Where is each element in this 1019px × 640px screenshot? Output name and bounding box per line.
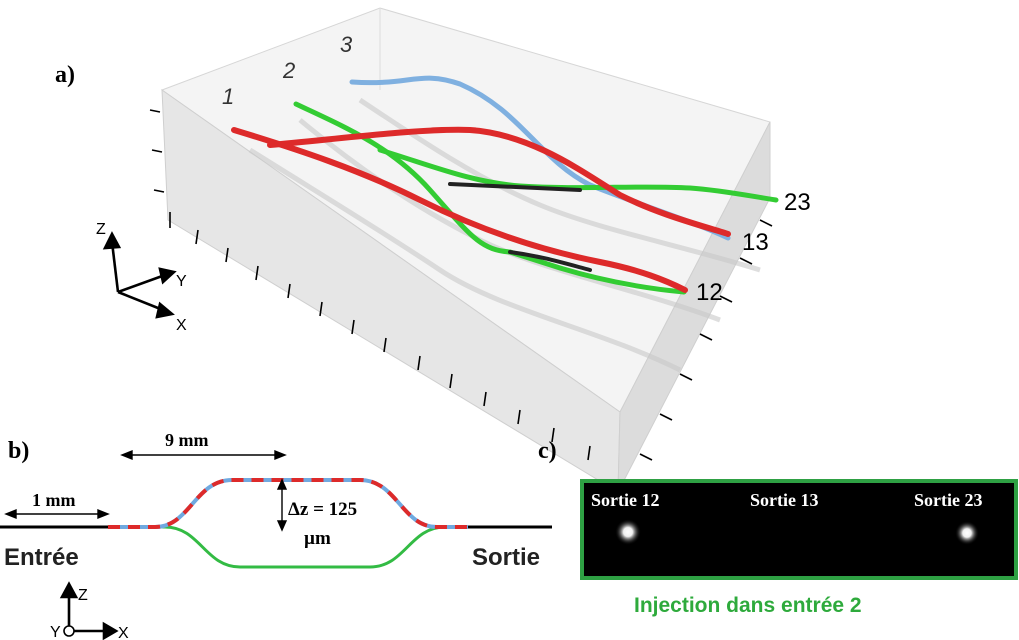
dim-1mm-label: 1 mm (32, 490, 76, 510)
dz-arrow (278, 480, 286, 530)
glass-block (162, 8, 770, 492)
dz-label: Δz = 125 (288, 499, 357, 520)
dz-unit: µm (304, 528, 331, 549)
output-label-12: 12 (696, 279, 723, 306)
output-spot-label-13: Sortie 13 (750, 490, 818, 510)
panel-b-label: b) (8, 438, 29, 464)
panel-a: a) (55, 8, 811, 498)
output-label-13: 13 (742, 229, 769, 256)
input-label-2: 2 (282, 58, 295, 83)
injection-caption: Injection dans entrée 2 (634, 594, 862, 617)
light-spot-23 (955, 521, 979, 545)
output-label-23: 23 (784, 189, 811, 216)
panel-a-label: a) (55, 62, 75, 88)
axis-a-y: Y (176, 273, 187, 290)
axis-b-y-symbol (64, 626, 74, 636)
panel-b: b) 9 mm 1 mm Δz = 125 µm E (0, 430, 552, 640)
axis-a-z: Z (96, 221, 106, 238)
dim-9mm-arrow (122, 451, 285, 459)
input-label-3: 3 (340, 32, 353, 57)
sortie-label: Sortie (472, 544, 540, 571)
axis-a-x: X (176, 317, 187, 334)
panel-c-label: c) (538, 438, 557, 464)
lower-arm-green (108, 527, 468, 567)
entree-label: Entrée (4, 544, 79, 571)
axis-b-x: X (118, 625, 129, 640)
output-spot-label-23: Sortie 23 (914, 490, 982, 510)
axis-triad-a (105, 234, 174, 317)
axis-b-y: Y (50, 624, 61, 640)
input-label-1: 1 (222, 84, 234, 109)
dim-1mm-arrow (6, 510, 108, 518)
axis-b-z: Z (78, 587, 88, 604)
output-spot-label-12: Sortie 12 (591, 490, 659, 510)
light-spot-12 (615, 519, 641, 545)
dim-9mm-label: 9 mm (165, 430, 209, 450)
